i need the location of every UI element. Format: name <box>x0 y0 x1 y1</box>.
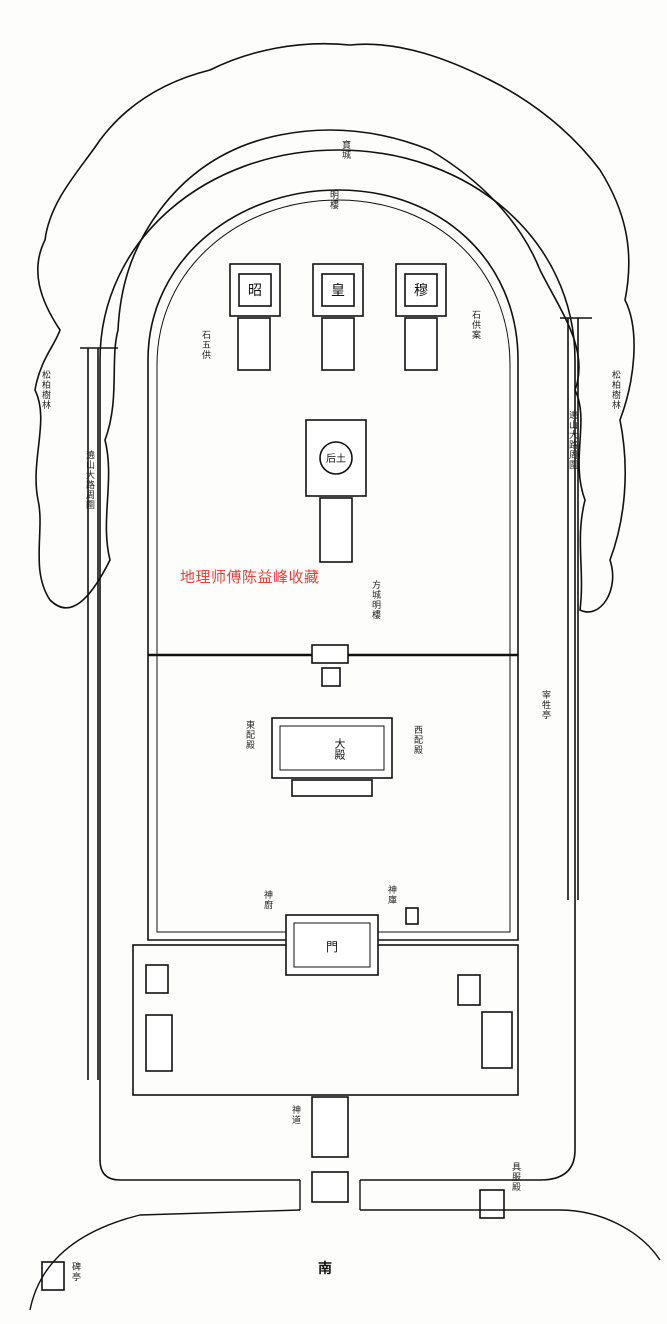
label-gate-right-note: 神庫 <box>386 885 396 905</box>
label-mid-note: 方城明樓 <box>370 580 380 620</box>
label-left-path: 遶山大路周圍 <box>84 450 94 510</box>
tablet-right-glyph: 穆 <box>414 283 428 299</box>
label-tablet-right-note: 石供案 <box>470 310 480 340</box>
tablet-center-glyph: 皇 <box>331 283 345 299</box>
label-bottom-right: 具服殿 <box>510 1162 520 1192</box>
south-marker: 南 <box>318 1261 332 1277</box>
label-bottom-left: 碑亭 <box>70 1262 80 1282</box>
label-bottom-path: 神道 <box>290 1105 300 1125</box>
main-hall-label: 大殿 <box>333 738 346 760</box>
forest-outline <box>34 42 635 613</box>
label-hall-right-note: 西配殿 <box>412 725 422 755</box>
label-front-note: 宰牲亭 <box>540 690 550 720</box>
label-top-mound: 寶城 <box>340 140 350 160</box>
gate-hall-label: 門 <box>325 940 338 954</box>
road <box>29 1209 661 1311</box>
label-right-tree: 松柏樹林 <box>610 370 620 410</box>
label-gate-left-note: 神廚 <box>262 890 272 910</box>
label-left-tree: 松柏樹林 <box>40 370 50 410</box>
altar-glyph: 后土 <box>326 454 346 465</box>
inner-wall <box>147 189 519 941</box>
tablet-left-glyph: 昭 <box>248 283 262 299</box>
watermark: 地理师傅陈益峰收藏 <box>180 568 320 586</box>
label-top-center: 明樓 <box>328 190 338 210</box>
label-hall-left-note: 東配殿 <box>244 720 254 750</box>
outer-wall <box>99 149 576 1181</box>
label-right-path: 遶山大路周圍 <box>567 410 577 470</box>
inner-wall-line <box>156 199 511 933</box>
label-tablet-left-note: 石五供 <box>200 330 210 360</box>
